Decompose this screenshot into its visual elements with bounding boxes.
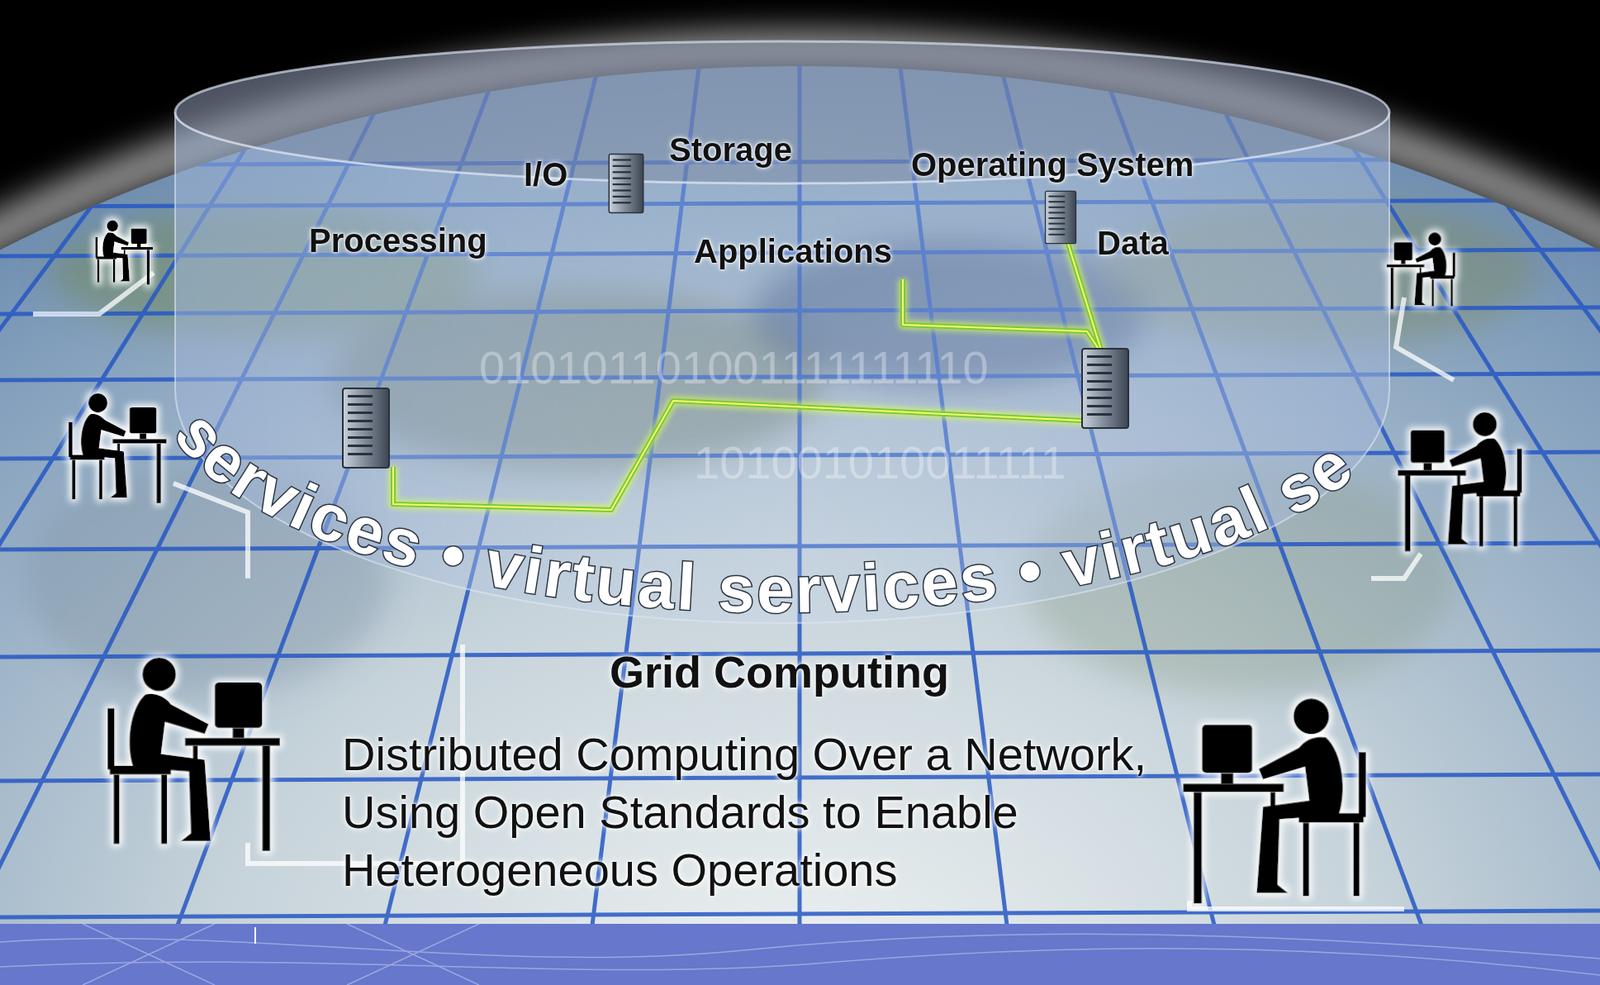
binary-watermark: 010101101001111111110 [479,342,989,393]
horizon-glow [0,49,1600,985]
binary-watermark: 101001010011111 [693,437,1067,488]
resource-label: Data [1096,223,1169,262]
earth-globe [0,66,1600,985]
servers [342,153,1129,468]
resource-label: Storage [669,130,793,169]
cylinder-top [175,41,1390,184]
resource-label: Operating System [911,145,1194,184]
users [68,220,1522,904]
footer-mesh [0,923,1600,985]
ring-text-path: services • virtual services • virtual se [161,398,1368,627]
resource-label: Processing [308,221,488,260]
footer-tick [254,926,257,944]
resource-label: I/O [523,155,568,194]
resource-label: Applications [693,232,893,271]
green-links [393,235,1103,510]
diagram-title: Grid Computing [609,645,950,698]
footer-band [0,923,1600,985]
ring-text: services • virtual services • virtual se [161,398,1368,627]
diagram-caption: Distributed Computing Over a Network, Us… [341,725,1251,899]
